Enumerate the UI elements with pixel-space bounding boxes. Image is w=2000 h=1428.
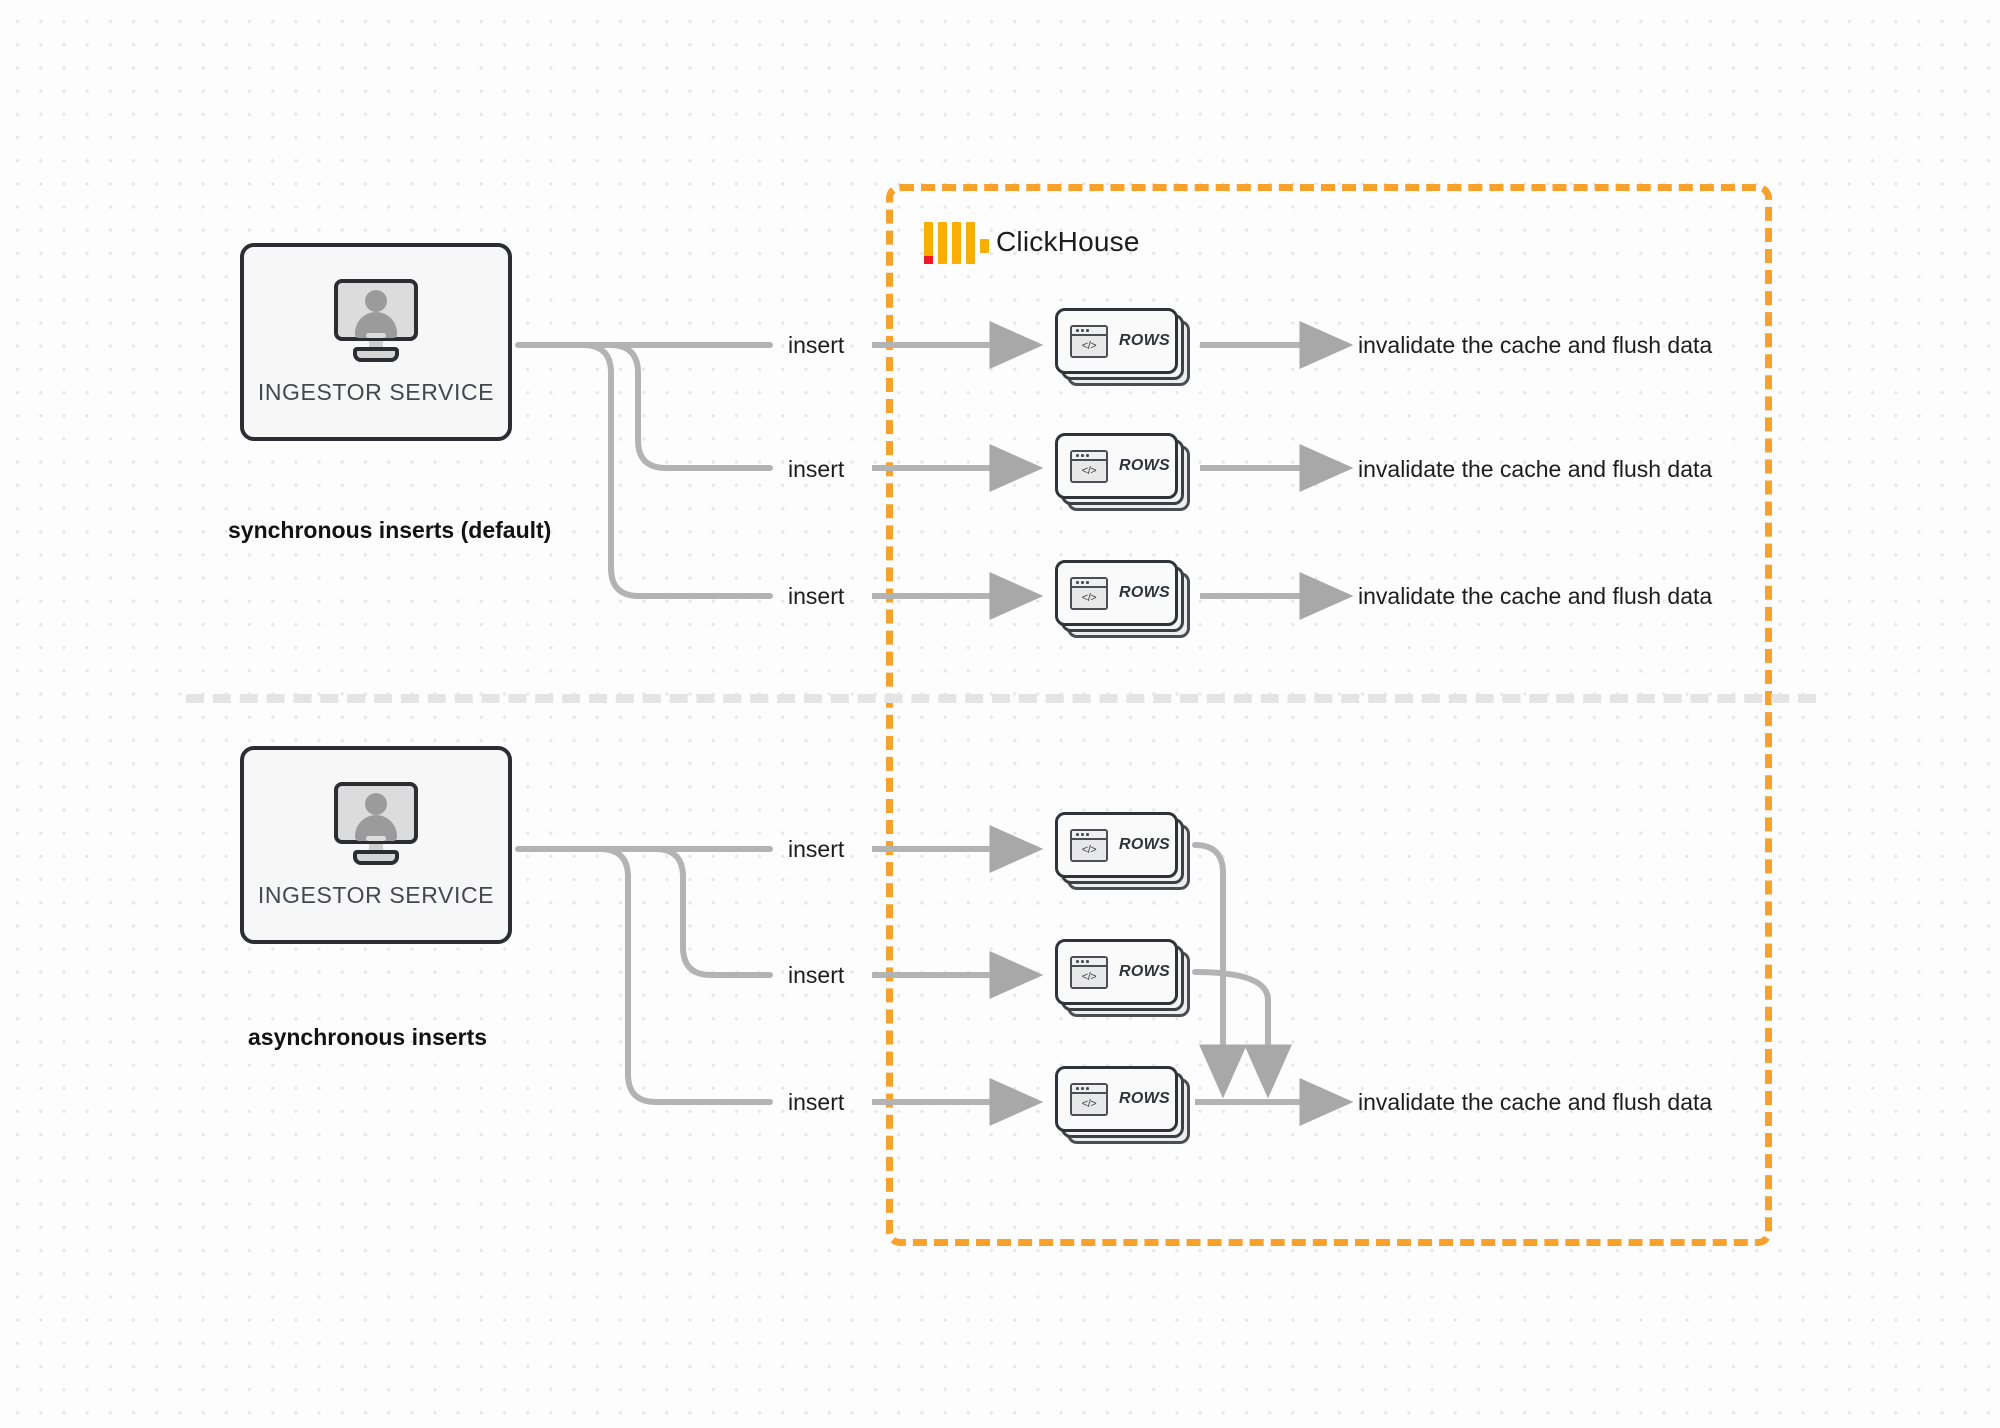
rows-label: ROWS: [1119, 332, 1170, 349]
rows-node[interactable]: </> ROWS: [1055, 308, 1190, 386]
ingestor-service-async[interactable]: INGESTOR SERVICE: [240, 746, 512, 944]
code-glyph: </>: [1072, 587, 1106, 608]
rows-node[interactable]: </> ROWS: [1055, 939, 1190, 1017]
code-glyph: </>: [1072, 839, 1106, 860]
rows-label: ROWS: [1119, 1090, 1170, 1107]
clickhouse-label: ClickHouse: [996, 226, 1140, 257]
code-window-icon: </>: [1070, 828, 1108, 862]
rows-label: ROWS: [1119, 836, 1170, 853]
rows-label: ROWS: [1119, 963, 1170, 980]
clickhouse-boundary: [886, 184, 1772, 1246]
flush-output-label: invalidate the cache and flush data: [1358, 456, 1713, 482]
insert-label: insert: [788, 456, 845, 482]
code-glyph: </>: [1072, 460, 1106, 481]
code-window-icon: </>: [1070, 449, 1108, 483]
code-glyph: </>: [1072, 335, 1106, 356]
rows-node[interactable]: </> ROWS: [1055, 433, 1190, 511]
rows-node[interactable]: </> ROWS: [1055, 812, 1190, 890]
insert-label: insert: [788, 836, 845, 862]
ingestor-service-label: INGESTOR SERVICE: [257, 881, 495, 908]
insert-label: insert: [788, 1089, 845, 1115]
rows-label: ROWS: [1119, 457, 1170, 474]
code-window-icon: </>: [1070, 324, 1108, 358]
flush-output-label: invalidate the cache and flush data: [1358, 332, 1713, 358]
insert-label: insert: [788, 583, 845, 609]
monitor-user-icon: [328, 781, 424, 868]
insert-label: insert: [788, 332, 845, 358]
code-window-icon: </>: [1070, 576, 1108, 610]
flush-output-label: invalidate the cache and flush data: [1358, 583, 1713, 609]
code-glyph: </>: [1072, 966, 1106, 987]
rows-node[interactable]: </> ROWS: [1055, 1066, 1190, 1144]
clickhouse-logo-icon: [924, 222, 989, 264]
rows-label: ROWS: [1119, 584, 1170, 601]
code-window-icon: </>: [1070, 955, 1108, 989]
insert-label: insert: [788, 962, 845, 988]
monitor-user-icon: [328, 278, 424, 365]
section-divider: [186, 694, 1816, 703]
ingestor-service-sync[interactable]: INGESTOR SERVICE: [240, 243, 512, 441]
flush-output-label: invalidate the cache and flush data: [1358, 1089, 1713, 1115]
caption-synchronous: synchronous inserts (default): [228, 517, 552, 543]
caption-asynchronous: asynchronous inserts: [248, 1024, 488, 1050]
ingestor-service-label: INGESTOR SERVICE: [257, 378, 495, 405]
code-window-icon: </>: [1070, 1082, 1108, 1116]
code-glyph: </>: [1072, 1093, 1106, 1114]
rows-node[interactable]: </> ROWS: [1055, 560, 1190, 638]
